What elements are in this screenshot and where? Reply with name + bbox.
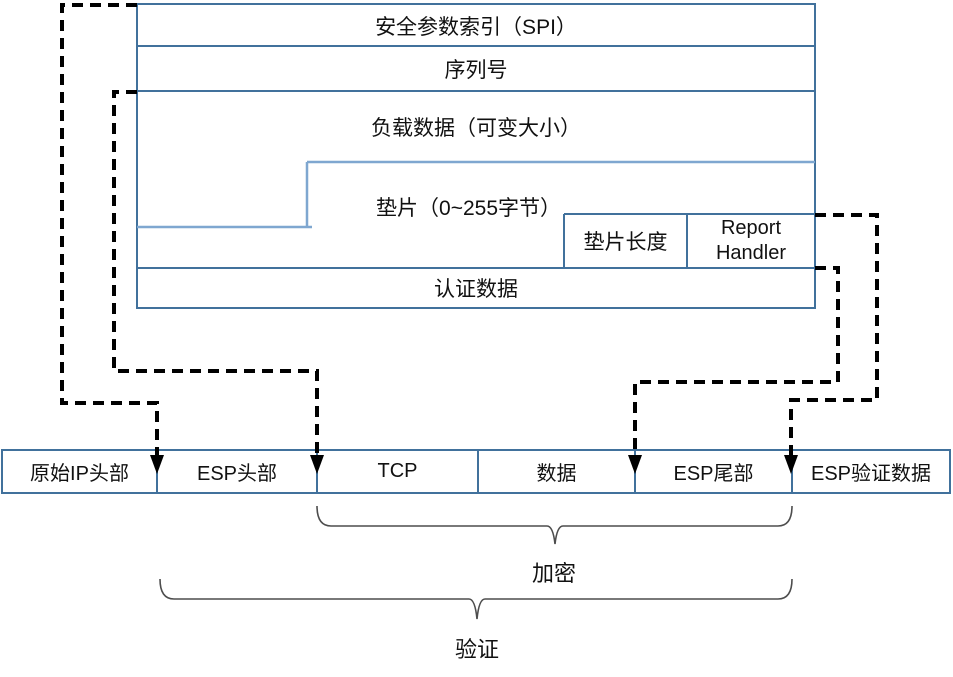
row-spi: 安全参数索引（SPI） (375, 15, 577, 39)
down-arrow-esp-trailer (628, 455, 642, 474)
down-arrow-esp-auth (784, 455, 798, 474)
packet-cell-tcp: TCP (377, 460, 418, 482)
dashed-connector-esp-auth (789, 213, 879, 455)
down-arrow-tcp (310, 455, 324, 474)
packet-cell-esp-header: ESP头部 (196, 463, 278, 485)
row-auth-data: 认证数据 (434, 278, 518, 301)
row-padding: 垫片（0~255字节） (376, 197, 561, 220)
encryption-label: 加密 (531, 561, 576, 586)
dashed-connector-esp-trailer (633, 266, 840, 455)
row-payload-data: 负载数据（可变大小） (371, 117, 581, 140)
packet-cell-original-ip-header: 原始IP头部 (30, 463, 129, 485)
authentication-label: 验证 (454, 637, 499, 662)
authentication-brace (159, 578, 793, 620)
dashed-connector-tcp (112, 90, 319, 455)
packet-cell-esp-auth-data: ESP验证数据 (810, 463, 932, 485)
packet-cell-esp-trailer: ESP尾部 (673, 463, 754, 485)
packet-cell-data: 数据 (536, 463, 577, 485)
encryption-brace (316, 505, 793, 545)
row-sequence-number: 序列号 (444, 59, 508, 82)
dashed-connector-esp-header (60, 3, 159, 455)
cell-next-header: Report Handler (715, 217, 787, 264)
format-box-outline (136, 3, 816, 309)
down-arrow-esp-header (150, 455, 164, 474)
cell-pad-length: 垫片长度 (583, 231, 668, 254)
